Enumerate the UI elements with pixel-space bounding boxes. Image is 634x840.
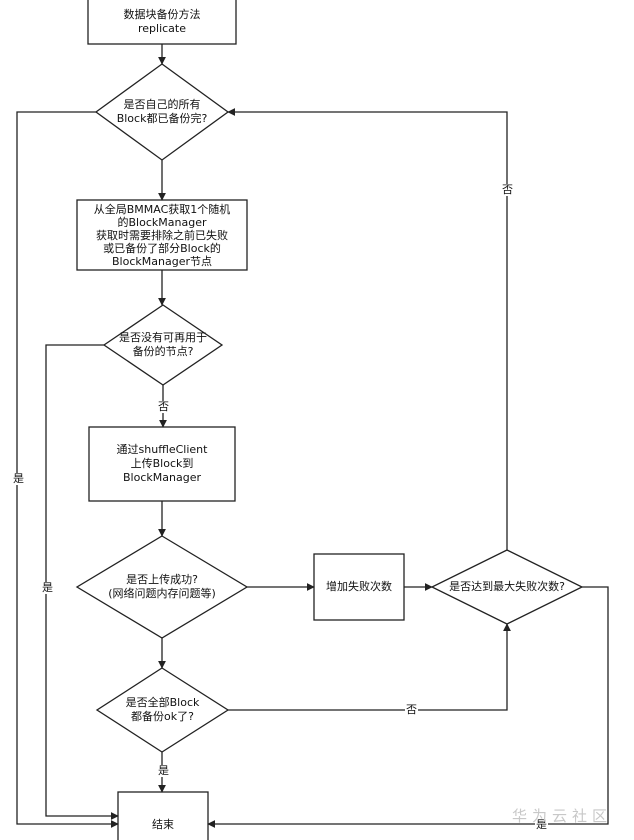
decision-all-backed-line-2: Block都已备份完? — [116, 112, 208, 125]
get-manager-line-2: 的BlockManager — [117, 215, 207, 229]
edge-label-max-fail-no: 否 — [501, 183, 514, 196]
start-box-label: 数据块备份方法 replicate — [88, 0, 236, 44]
get-manager-line-1: 从全局BMMAC获取1个随机 — [93, 202, 231, 216]
end-box-line-1: 结束 — [152, 818, 174, 831]
upload-label: 通过shuffleClient 上传Block到 BlockManager — [89, 427, 235, 501]
inc-fail-line-1: 增加失败次数 — [326, 580, 392, 593]
edge-no-node-to-end — [45, 344, 119, 820]
decision-max-fail-line-1: 是否达到最大失败次数? — [449, 580, 565, 593]
get-manager-line-4: 或已备份了部分Block的 — [103, 241, 221, 255]
start-box-line-1: 数据块备份方法 — [123, 8, 201, 21]
get-manager-line-5: BlockManager节点 — [112, 254, 212, 268]
decision-no-node-line-1: 是否没有可再用于 — [119, 331, 207, 344]
upload-line-1: 通过shuffleClient — [116, 443, 208, 456]
edge-all-backed-to-end — [16, 111, 119, 828]
watermark-text: 华为云社区 — [512, 807, 613, 825]
decision-all-backed-line-1: 是否自己的所有 — [123, 98, 201, 111]
start-box-line-2: replicate — [137, 22, 186, 35]
decision-all-ok-label: 是否全部Block 都备份ok了? — [97, 694, 228, 726]
edge-all-ok-to-max-fail — [228, 623, 511, 711]
decision-all-ok-line-2: 都备份ok了? — [131, 710, 194, 723]
decision-upload-ok-line-2: (网络问题内存问题等) — [108, 587, 216, 600]
edge-label-all-backed-yes: 是 — [12, 472, 25, 485]
edge-max-fail-loop-back — [227, 108, 508, 550]
upload-line-2: 上传Block到 — [130, 457, 194, 470]
upload-line-3: BlockManager — [123, 471, 201, 484]
decision-all-ok-line-1: 是否全部Block — [125, 696, 200, 709]
inc-fail-label: 增加失败次数 — [314, 554, 404, 620]
decision-all-backed-label: 是否自己的所有 Block都已备份完? — [96, 96, 228, 128]
decision-no-node-label: 是否没有可再用于 备份的节点? — [104, 329, 222, 361]
edge-label-max-fail-yes: 是 — [535, 818, 548, 831]
edge-max-fail-to-end — [207, 586, 609, 828]
edge-label-all-ok-no: 否 — [405, 703, 418, 716]
end-box-label: 结束 — [118, 812, 208, 838]
edge-label-all-ok-yes: 是 — [157, 764, 170, 777]
decision-max-fail-label: 是否达到最大失败次数? — [432, 578, 582, 596]
inc-fail-box — [313, 553, 405, 621]
get-manager-box — [76, 199, 248, 271]
get-manager-label: 从全局BMMAC获取1个随机 的BlockManager 获取时需要排除之前已失… — [77, 200, 247, 270]
start-box — [87, 0, 237, 45]
decision-upload-ok-label: 是否上传成功? (网络问题内存问题等) — [77, 571, 247, 603]
edge-label-no-node-yes: 是 — [41, 581, 54, 594]
edge-label-no-node-no: 否 — [157, 400, 170, 413]
decision-no-node-line-2: 备份的节点? — [132, 345, 194, 358]
get-manager-line-3: 获取时需要排除之前已失败 — [96, 228, 228, 242]
decision-upload-ok-line-1: 是否上传成功? — [126, 573, 198, 586]
